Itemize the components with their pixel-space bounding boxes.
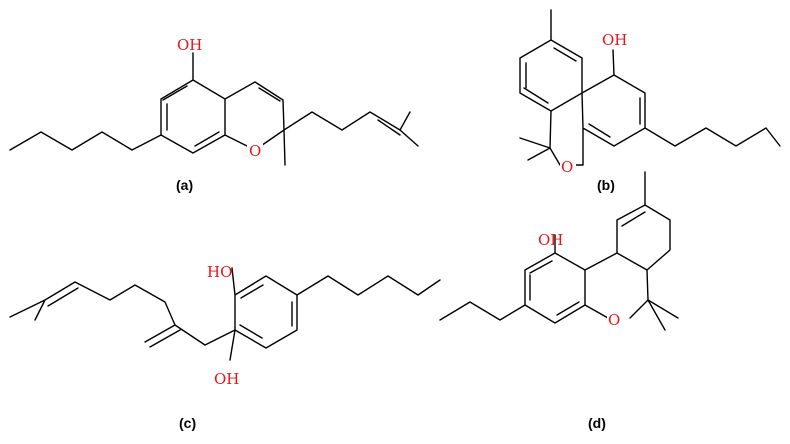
structure-c-bonds xyxy=(9,267,441,361)
structure-d-bonds xyxy=(439,171,679,331)
ring-oxygen-label-b: O xyxy=(561,158,573,176)
ring-oxygen-label-d: O xyxy=(608,311,620,329)
structure-b: OH O (b) xyxy=(519,9,781,193)
hydroxyl-label-a: OH xyxy=(177,36,202,54)
hydroxyl-label-c-top: HO xyxy=(207,263,232,281)
caption-a: (a) xyxy=(176,177,193,193)
caption-d: (d) xyxy=(588,415,606,431)
structure-c: HO OH (c) xyxy=(9,263,441,431)
structure-a-bonds xyxy=(9,52,419,166)
caption-b: (b) xyxy=(597,177,615,193)
structure-d: OH O (d) xyxy=(439,171,679,431)
hydroxyl-label-b: OH xyxy=(602,31,627,49)
structure-a: OH O (a) xyxy=(9,36,419,193)
hydroxyl-label-d: OH xyxy=(538,231,563,249)
structure-b-bonds xyxy=(519,9,781,166)
ring-oxygen-label-a: O xyxy=(249,142,261,160)
caption-c: (c) xyxy=(179,415,196,431)
hydroxyl-label-c-bottom: OH xyxy=(214,370,239,388)
